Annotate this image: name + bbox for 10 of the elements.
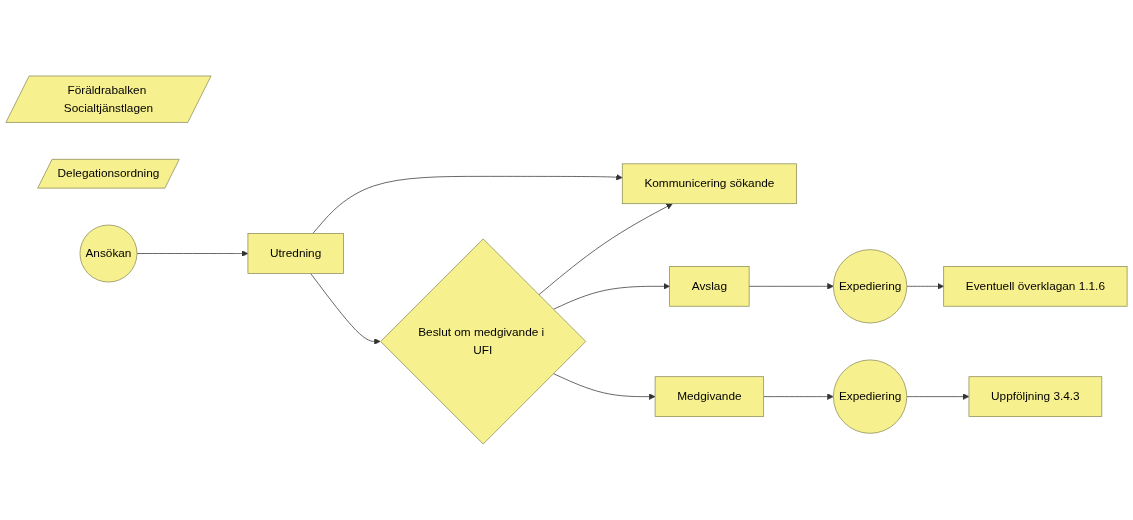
node-circle: Ansökan	[79, 224, 138, 283]
node-box: Uppföljning 3.4.3	[968, 376, 1103, 417]
node-diamond: Beslut om medgivande i UFI	[380, 238, 587, 445]
node-circle: Expediering	[833, 249, 908, 324]
node-box: Avslag	[669, 266, 750, 307]
node-box: Utredning	[247, 233, 344, 274]
node-box: Kommunicering sökande	[621, 163, 797, 205]
node-box: Medgivande	[654, 376, 765, 417]
node-box: Eventuell överklagan 1.1.6	[943, 266, 1128, 307]
node-circle: Expediering	[833, 359, 908, 434]
